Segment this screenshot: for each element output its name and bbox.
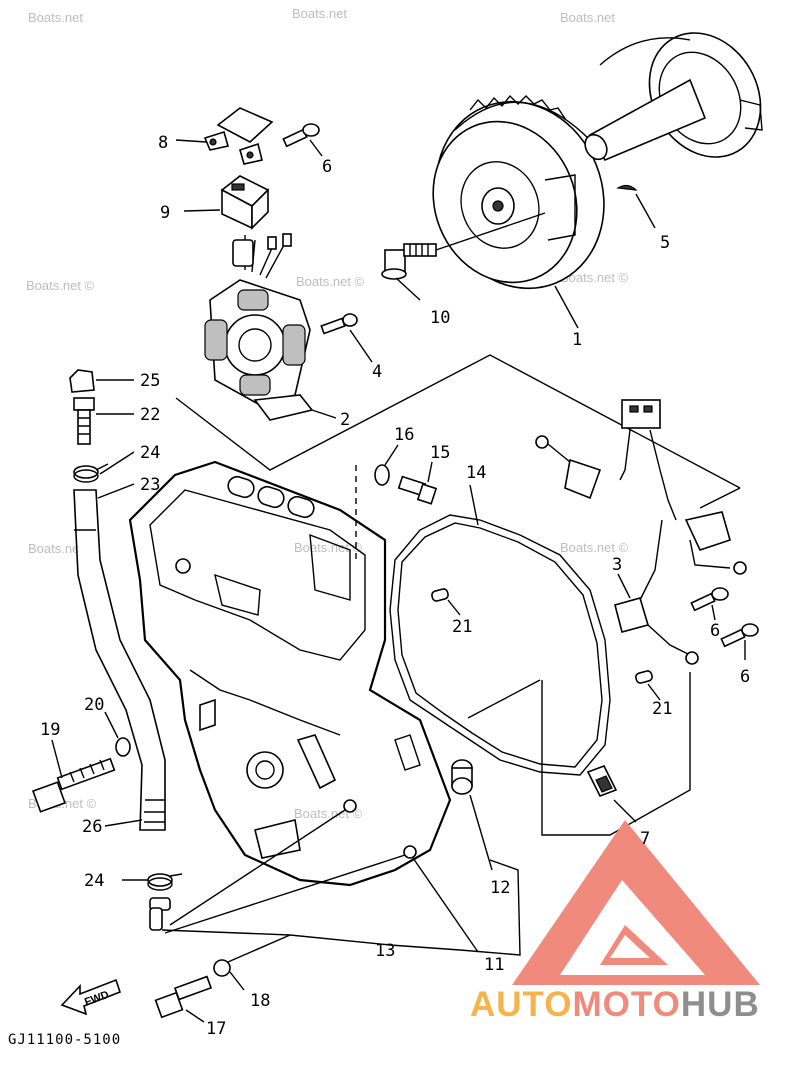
cap-25 bbox=[69, 369, 95, 393]
callout-number: 2 bbox=[340, 410, 350, 430]
hose-clip-24 bbox=[73, 463, 109, 483]
callout-number: 24 bbox=[140, 443, 160, 463]
cover-gasket bbox=[389, 514, 611, 776]
stator-frame bbox=[175, 354, 741, 489]
callout-number: 13 bbox=[375, 941, 395, 961]
wire-harness bbox=[535, 399, 747, 665]
callout-number: 3 bbox=[612, 555, 622, 575]
flywheel-rotor bbox=[432, 94, 605, 290]
callout-number: 6 bbox=[710, 621, 720, 641]
callout-number: 19 bbox=[40, 720, 60, 740]
callout-number: 5 bbox=[660, 233, 670, 253]
bolt-17 bbox=[154, 975, 213, 1019]
callout-number: 12 bbox=[490, 878, 510, 898]
watermark: Boats.net bbox=[28, 10, 83, 25]
watermark: Boats.net © bbox=[26, 278, 95, 293]
callout-number: 16 bbox=[394, 425, 414, 445]
stator-screw bbox=[320, 313, 358, 335]
crankcase-cover bbox=[128, 460, 452, 887]
callout-number: 20 bbox=[84, 695, 104, 715]
callout-number: 23 bbox=[140, 475, 160, 495]
callout-number: 10 bbox=[430, 308, 450, 328]
callout-number: 8 bbox=[158, 133, 168, 153]
dowel-pin-21 bbox=[635, 670, 653, 684]
brand-part-hub: HUB bbox=[680, 985, 760, 1024]
harness-screw bbox=[720, 623, 759, 648]
callout-number: 24 bbox=[84, 871, 104, 891]
callout-number: 6 bbox=[322, 157, 332, 177]
stator-assembly bbox=[204, 233, 314, 421]
brand-part-moto: MOTO bbox=[572, 985, 681, 1024]
crankshaft-hub bbox=[584, 32, 763, 162]
watermark: Boats.net bbox=[292, 6, 347, 21]
callout-number: 25 bbox=[140, 371, 160, 391]
forward-arrow-icon: FWD bbox=[60, 978, 121, 1016]
dowel-pin-21 bbox=[431, 588, 449, 602]
harness-screw bbox=[690, 587, 729, 612]
watermark: Boats.net bbox=[560, 10, 615, 25]
dowel-pin-12 bbox=[451, 759, 473, 795]
callout-number: 22 bbox=[140, 405, 160, 425]
callout-number: 26 bbox=[82, 817, 102, 837]
callout-number: 4 bbox=[372, 362, 382, 382]
elbow-fitting-13 bbox=[149, 897, 171, 931]
wire-clamp bbox=[586, 764, 618, 798]
callout-number: 21 bbox=[452, 617, 472, 637]
drawing-code: GJ11100-5100 bbox=[8, 1032, 121, 1048]
breather-hose bbox=[73, 489, 166, 831]
rotor-bolt bbox=[381, 243, 437, 280]
brand-part-auto: AUTO bbox=[470, 985, 573, 1024]
callout-number: 7 bbox=[640, 829, 650, 849]
callout-number: 11 bbox=[484, 955, 504, 975]
cover-bolt-15 bbox=[397, 475, 438, 505]
woodruff-key bbox=[616, 184, 638, 191]
washer-18 bbox=[213, 959, 231, 977]
hose-clip-24 bbox=[147, 873, 183, 891]
callout-number: 17 bbox=[206, 1019, 226, 1039]
callout-number: 15 bbox=[430, 443, 450, 463]
bracket-screw bbox=[282, 123, 320, 148]
washer-16 bbox=[374, 464, 390, 486]
washer-20 bbox=[115, 737, 131, 757]
automotohub-logo-mark bbox=[512, 820, 760, 985]
callout-number: 9 bbox=[160, 203, 170, 223]
callout-number: 6 bbox=[740, 667, 750, 687]
callout-number: 14 bbox=[466, 463, 486, 483]
watermark: Boats.net © bbox=[560, 270, 629, 285]
callout-number: 18 bbox=[250, 991, 270, 1011]
bolt-19 bbox=[31, 757, 116, 813]
watermark: Boats.net © bbox=[296, 274, 365, 289]
watermark: Boats.net © bbox=[560, 540, 629, 555]
automotohub-logo-text: AUTOMOTOHUB bbox=[470, 985, 760, 1025]
lead-holder-bracket bbox=[203, 107, 274, 165]
fitting-22 bbox=[73, 397, 95, 445]
callout-number: 21 bbox=[652, 699, 672, 719]
lead-grommet bbox=[220, 175, 270, 230]
callout-number: 1 bbox=[572, 330, 582, 350]
